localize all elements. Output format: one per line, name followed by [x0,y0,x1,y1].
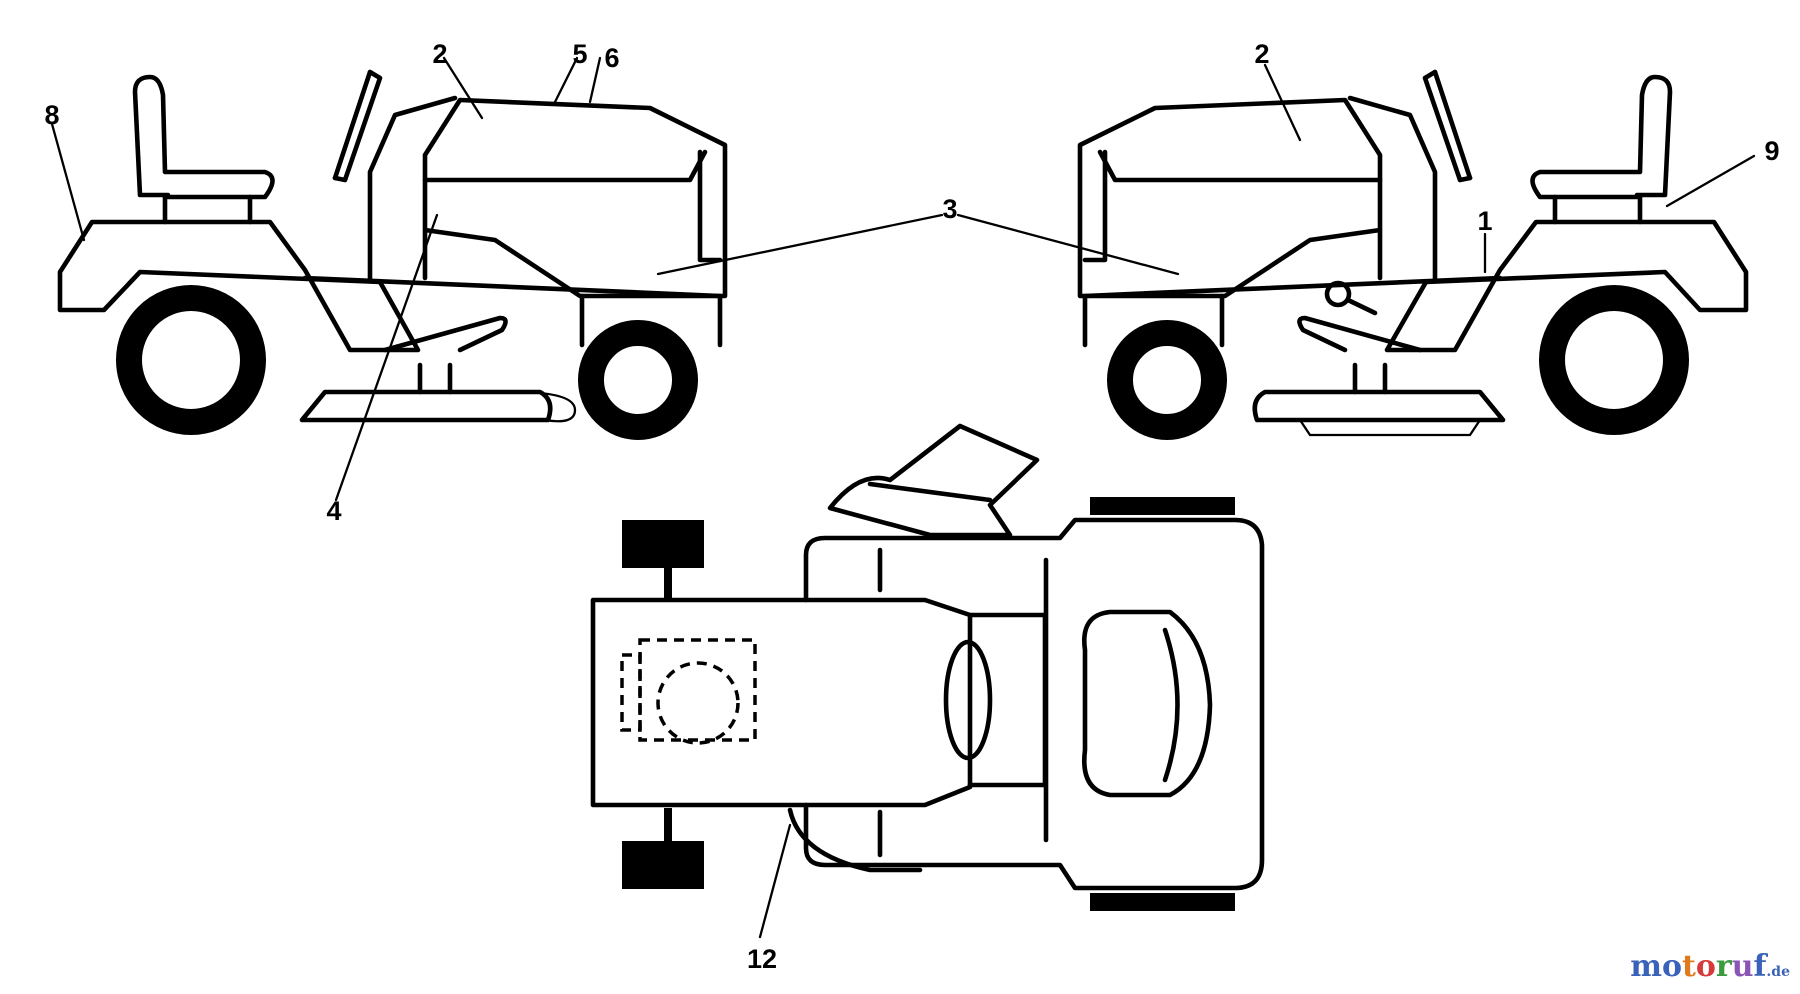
tractor-top-view [590,423,1265,939]
callout-9: 9 [1764,136,1779,166]
callout-8: 8 [44,100,59,130]
watermark-logo: motoruf.de [1630,949,1790,984]
callout-2-left: 2 [432,39,447,69]
callout-6: 6 [604,43,619,73]
callout-3: 3 [942,194,957,224]
tractor-left-side-view [50,56,944,502]
callout-1: 1 [1477,206,1492,236]
callout-labels: 8 2 5 6 4 3 2 9 1 12 [44,39,1779,974]
watermark-tld: .de [1766,964,1790,980]
watermark-text: motoruf [1630,949,1767,984]
callout-2-right: 2 [1254,39,1269,69]
tractor-right-side-view [956,63,1756,440]
callout-4: 4 [326,496,341,526]
callout-5: 5 [572,39,587,69]
callout-12: 12 [747,944,777,974]
